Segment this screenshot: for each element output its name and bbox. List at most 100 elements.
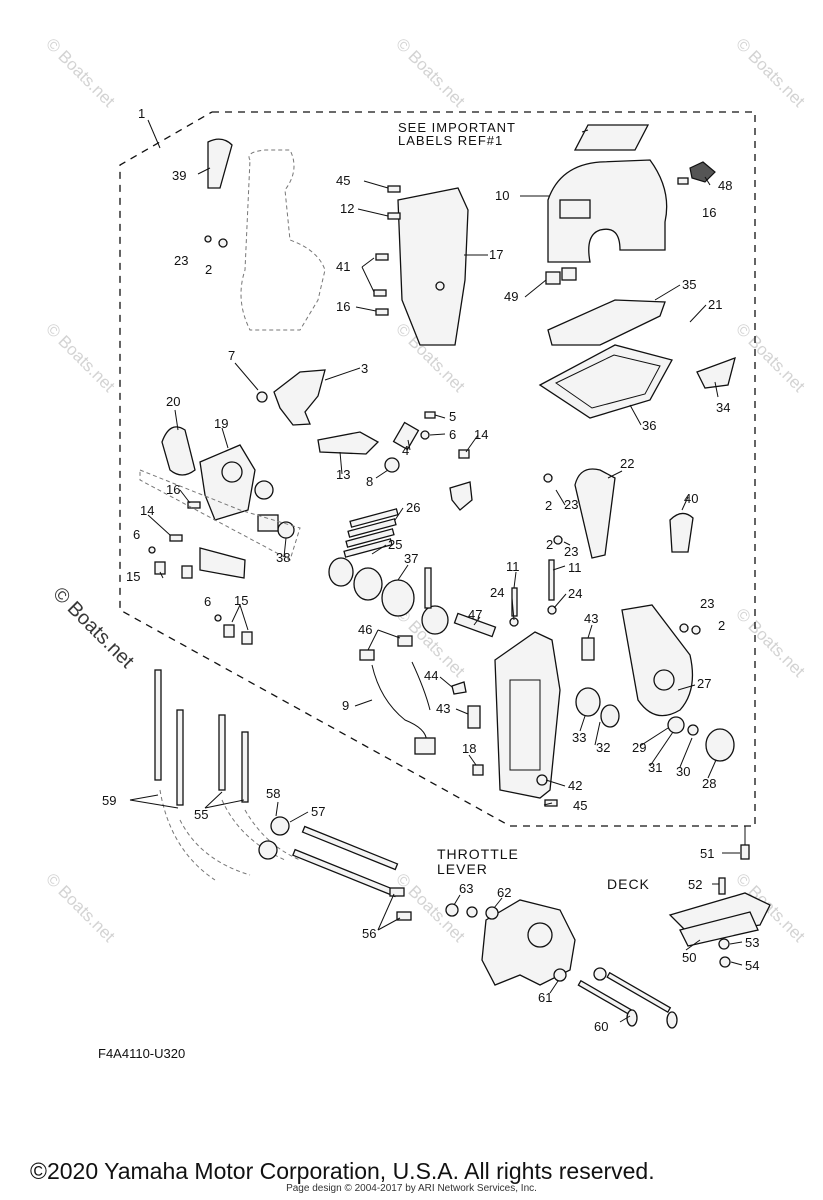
screw-12 [387,212,401,220]
washer-63 [445,903,459,917]
callout: 51 [700,846,714,861]
callout: 40 [684,491,698,506]
screw-52 [718,877,726,895]
labels-note-line2: LABELS REF#1 [398,133,503,148]
screw-16c [187,501,201,509]
callout: 34 [716,400,730,415]
cam-20 [161,426,196,476]
spring-11b [548,559,555,601]
joint-58 [258,840,278,860]
knob-28 [705,728,735,762]
screw-2-27 [691,625,701,635]
cable-routing [159,789,301,881]
bracket-35 [547,299,666,346]
callout: 24 [490,585,504,600]
callout: 46 [358,622,372,637]
nut-54 [719,956,731,968]
callout: 14 [140,503,154,518]
callout: 45 [336,173,350,188]
cover-switch [559,199,591,219]
figure-code: F4A4110-U320 [98,1046,185,1061]
callout: 45 [573,798,587,813]
screw-14a [458,449,470,459]
callout: 42 [568,778,582,793]
callout: 4 [402,443,409,458]
leader-lines [129,129,746,1023]
part-44 [451,681,467,695]
callout: 52 [688,877,702,892]
callout: 43 [584,611,598,626]
screw-51 [740,844,750,860]
callout: 15 [234,593,248,608]
handle-ghost-outline [240,149,326,331]
spring-38 [257,514,279,532]
callout: 6 [133,527,140,542]
callout: 12 [340,201,354,216]
pad-49b [561,267,577,281]
callout: 6 [449,427,456,442]
cable-55a [218,714,226,791]
callout: 17 [489,247,503,262]
throttle-hub [527,922,553,948]
callout: 20 [166,394,180,409]
end-56b [396,911,412,921]
washer-6c [214,614,222,622]
screw-14b [169,534,183,542]
ring-32 [600,704,620,728]
screw-5 [424,411,436,419]
callout: 3 [361,361,368,376]
housing-19-hole [221,461,243,483]
end-56a [389,887,405,897]
callout: 39 [172,168,186,183]
watermark-large: © Boats.net [48,583,138,673]
washer-62b [485,906,499,920]
callout: 13 [336,467,350,482]
callout: 11 [568,560,582,575]
callout: 1 [138,106,145,121]
switch-43b [467,705,481,729]
throttle-label-line1: THROTTLE [437,846,519,862]
callout: 9 [342,698,349,713]
part-34 [696,356,736,389]
callout: 23 [564,497,578,512]
callout: 36 [642,418,656,433]
callout: 2 [545,498,552,513]
callout: 59 [102,793,116,808]
callout: 7 [228,348,235,363]
cap-40 [669,512,694,553]
pin-4 [392,421,420,451]
deck-label: DECK [607,876,650,892]
screw-23 [204,235,212,243]
callout: 28 [702,776,716,791]
callout: 26 [406,500,420,515]
callout: 63 [459,881,473,896]
part-15d [241,631,253,645]
callout: 23 [564,544,578,559]
screw-16b [677,177,689,185]
watermark: © Boats.net [42,869,119,946]
shaft-47 [453,612,497,638]
callout: 23 [700,596,714,611]
callout: 27 [697,676,711,691]
callout: 37 [404,551,418,566]
callout: 54 [745,958,759,973]
callout: 18 [462,741,476,756]
control-body-face [509,679,541,771]
screw-2-22a [543,473,553,483]
cable-56b [292,848,398,898]
housing-19 [199,444,256,521]
gasket-36-inner [555,354,661,409]
callout: 15 [126,569,140,584]
harness-9b [411,661,431,711]
part-15c [223,624,235,638]
washer-29 [667,716,685,734]
callout: 49 [504,289,518,304]
callout: 55 [194,807,208,822]
arm-27 [621,604,694,717]
callout: 43 [436,701,450,716]
callout: 22 [620,456,634,471]
callout: 60 [594,1019,608,1034]
labels-note-line1: SEE IMPORTANT [398,120,516,135]
callout: 2 [718,618,725,633]
leader-1 [147,119,161,149]
